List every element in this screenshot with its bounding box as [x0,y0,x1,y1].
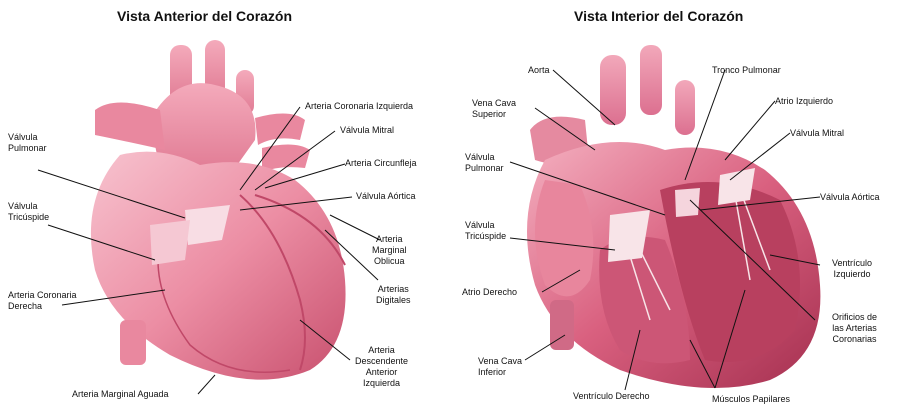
label-valvula-pulmonar-anterior: Válvula Pulmonar [8,132,47,154]
label-orificios-arterias-coronarias: Orificios de las Arterias Coronarias [832,312,877,345]
anterior-inferior-vena-cava [120,320,146,365]
label-atrio-derecho: Atrio Derecho [462,287,517,298]
label-vena-cava-inferior: Vena Cava Inferior [478,356,522,378]
anterior-pulmonary-vein-lower [262,144,310,172]
label-arteria-descendente: Arteria Descendente Anterior Izquierda [355,345,408,389]
label-atrio-izquierdo: Atrio Izquierdo [775,96,833,107]
anterior-view-panel: Vista Anterior del Corazón Arteria Coron… [0,0,450,410]
anterior-pulmonary-vein-upper [255,113,305,145]
label-arteria-circunfleja: Arteria Circunfleja [345,158,417,169]
label-valvula-aortica-anterior: Válvula Aórtica [356,191,416,202]
interior-view-title: Vista Interior del Corazón [574,8,743,24]
label-valvula-tricuspide-anterior: Válvula Tricúspide [8,201,49,223]
label-vena-cava-superior: Vena Cava Superior [472,98,516,120]
label-aorta: Aorta [528,65,550,76]
interior-heart-illustration [450,0,900,410]
label-valvula-aortica-interior: Válvula Aórtica [820,192,880,203]
interior-view-panel: Vista Interior del Corazón Aorta Tronco … [450,0,900,410]
label-arterias-digitales: Arterias Digitales [376,284,411,306]
label-valvula-mitral-anterior: Válvula Mitral [340,125,394,136]
interior-aortic-branch [640,45,662,115]
label-arteria-marginal-oblicua: Arteria Marginal Oblicua [372,234,407,267]
label-ventriculo-izquierdo: Ventrículo Izquierdo [832,258,872,280]
label-arteria-coronaria-izquierda: Arteria Coronaria Izquierda [305,101,413,112]
label-arteria-coronaria-derecha: Arteria Coronaria Derecha [8,290,77,312]
label-ventriculo-derecho: Ventrículo Derecho [573,391,650,402]
anterior-view-title: Vista Anterior del Corazón [117,8,292,24]
interior-aortic-valve [675,188,700,217]
label-valvula-pulmonar-interior: Válvula Pulmonar [465,152,504,174]
interior-pulmonary-trunk [675,80,695,135]
label-arteria-marginal-aguada: Arteria Marginal Aguada [72,389,169,400]
anterior-vena-cava [95,103,165,151]
anterior-tricuspid-area [150,220,190,265]
label-tronco-pulmonar: Tronco Pulmonar [712,65,781,76]
label-musculos-papilares: Músculos Papilares [712,394,790,405]
label-valvula-tricuspide-interior: Válvula Tricúspide [465,220,506,242]
label-valvula-mitral-interior: Válvula Mitral [790,128,844,139]
